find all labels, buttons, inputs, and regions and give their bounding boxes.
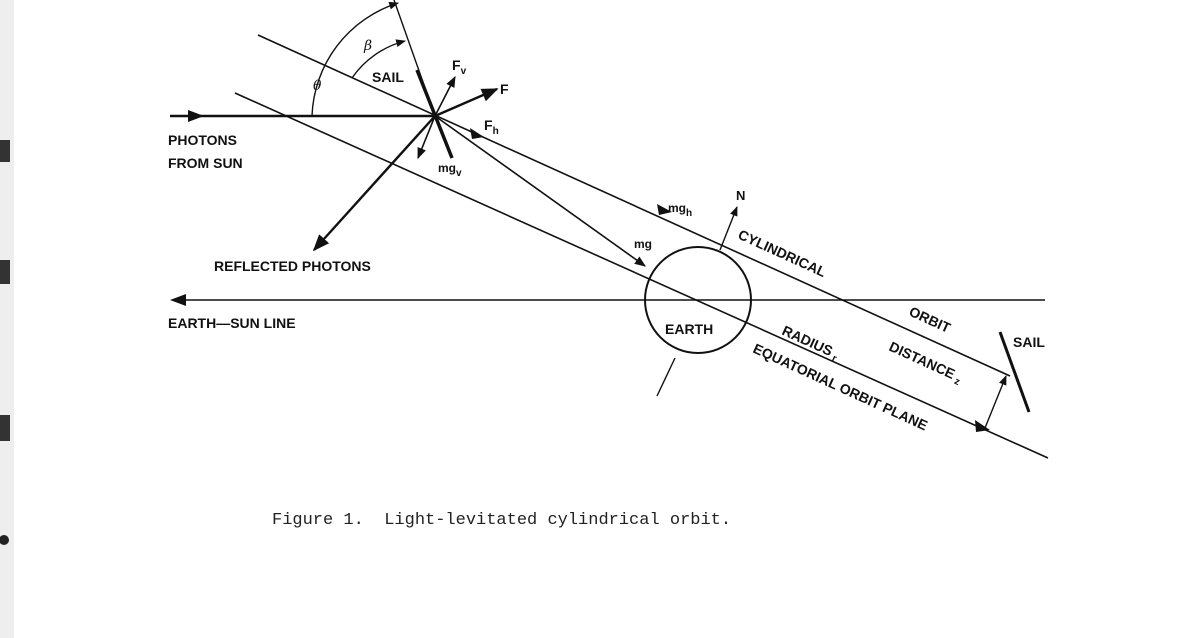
- force-fv-arrow: [434, 76, 456, 117]
- sail-right: [998, 331, 1031, 413]
- force-f-arrow: [434, 87, 499, 118]
- force-mg-arrow: [434, 115, 646, 267]
- sail-label-top: SAIL: [372, 69, 404, 85]
- fv-label: Fv: [452, 57, 467, 77]
- photons-label-line1: PHOTONS: [168, 132, 237, 148]
- earth-label: EARTH: [665, 321, 713, 337]
- photons-label-line2: FROM SUN: [168, 155, 243, 171]
- fh-label: Fh: [484, 117, 499, 137]
- north-label: N: [736, 188, 745, 203]
- sail-label-right: SAIL: [1013, 334, 1045, 350]
- distance-z-arrow: [984, 375, 1007, 429]
- earth-circle: [644, 246, 752, 354]
- f-label: F: [500, 81, 509, 97]
- orbit-label: ORBIT: [907, 303, 954, 336]
- force-fh-arrowhead: [470, 128, 484, 139]
- beta-arc: [351, 39, 406, 79]
- figure-caption: Figure 1. Light-levitated cylindrical or…: [272, 511, 731, 530]
- mgv-label: mgv: [438, 161, 462, 179]
- scan-edge-artifact: [0, 0, 14, 638]
- sail: [415, 69, 454, 159]
- earth-sun-line-label: EARTH—SUN LINE: [168, 315, 296, 331]
- mgh-label: mgh: [668, 201, 692, 219]
- theta-label: θ: [313, 78, 322, 94]
- earth-axis: [656, 357, 676, 397]
- north-arrow: [719, 206, 738, 251]
- force-mgv-arrow: [417, 115, 436, 160]
- mg-label: mg: [634, 237, 652, 251]
- cylindrical-orbit-line: [257, 34, 1011, 377]
- reflected-photons-label: REFLECTED PHOTONS: [214, 258, 371, 274]
- radius-r-arrowhead: [975, 420, 990, 432]
- force-mgh-arrowhead: [657, 204, 672, 215]
- distance-z-label: DISTANCEz: [886, 338, 965, 388]
- beta-label: β: [363, 38, 372, 54]
- reflected-photons-arrow: [312, 115, 436, 252]
- equatorial-orbit-plane-line: [234, 92, 1049, 459]
- theta-arc: [311, 1, 399, 117]
